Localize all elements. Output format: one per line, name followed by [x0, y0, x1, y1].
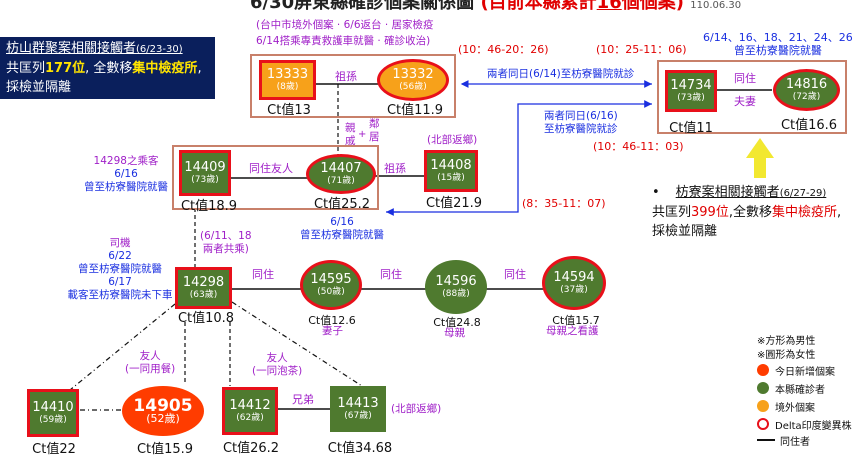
arrow-same-day-616 — [388, 100, 652, 213]
case-role-14595: 妻子 — [322, 325, 343, 337]
time-label-2: (10：25-11：06) — [596, 43, 687, 56]
relation-cohabit-4: 同住 — [504, 268, 526, 281]
title-main: 6/30屏東縣確診個案關係圖 — [250, 0, 475, 13]
notice-line-3: 採檢並隔離 — [6, 80, 72, 95]
time-label-1: (10：46-20：26) — [458, 43, 549, 56]
case-ct-14413: Ct值34.68 — [327, 441, 393, 456]
legend-item-imported: 境外個案 — [757, 397, 852, 415]
group-box-cohabit — [172, 145, 379, 210]
case-node-14816[interactable]: 14816(72歲) — [773, 69, 840, 111]
local-case-dot-icon — [757, 382, 769, 394]
notice-line-2: 共匡列177位, 全數移集中檢疫所, — [6, 61, 202, 76]
carpool-note: (6/11、18 兩者共乘) — [200, 230, 252, 255]
relation-plus: + — [358, 129, 367, 140]
case-node-14595[interactable]: 14595(50歲) — [300, 260, 362, 310]
time-label-3: (10：46-11：03) — [593, 140, 684, 153]
relation-cohabit-2: 同住 — [252, 268, 274, 281]
case-node-13333[interactable]: 13333(8歲) — [259, 60, 316, 100]
case-ct-14594: Ct值15.7 — [552, 314, 600, 327]
case-node-14905[interactable]: 14905(52歲) — [122, 386, 204, 436]
case-node-13332[interactable]: 13332(56歲) — [377, 59, 449, 101]
friend-tea-note: 友人 (一同泡茶) — [252, 352, 303, 377]
imported-case-note: (台中市境外個案 · 6/6返台 · 居家檢疫 6/14搭乘專責救護車就醫 · … — [256, 19, 434, 47]
title-date: 110.06.30 — [690, 0, 742, 11]
relation-brothers: 兄弟 — [292, 393, 314, 406]
case-node-14410[interactable]: 14410(59歲) — [27, 389, 79, 437]
time-label-4: (8：35-11：07) — [522, 197, 606, 210]
legend-item-local: 本縣確診者 — [757, 379, 852, 397]
friend-meal-note: 友人 (一同用餐) — [125, 350, 176, 375]
fangliao-contacts-notice: •枋寮案相關接觸者(6/27-29) 共匡列399位,全數移集中檢疫所, 採檢並… — [652, 183, 858, 241]
notice-line-2: 共匡列399位,全數移集中檢疫所, — [652, 205, 842, 220]
title-count-note: (目前本縣累計16個個案) — [480, 0, 684, 13]
case-node-14413[interactable]: 14413(67歲) — [330, 386, 386, 432]
case-ct-14595: Ct值12.6 — [308, 314, 356, 327]
relation-grandparent-2: 祖孫 — [384, 162, 406, 175]
relation-cohabit-3: 同住 — [380, 268, 402, 281]
case-role-14596: 母親 — [444, 327, 465, 339]
case-ct-14407: Ct值25.2 — [313, 197, 371, 212]
page-title: 6/30屏東縣確診個案關係圖 (目前本縣累計16個個案) 110.06.30 — [250, 0, 741, 14]
case-node-14409[interactable]: 14409(73歲) — [179, 150, 231, 196]
legend-items: 今日新增個案 本縣確診者 境外個案 Delta印度變異株 同住者 — [757, 361, 852, 448]
legend-note-circle: ※圓形為女性 — [757, 350, 816, 361]
case-node-14412[interactable]: 14412(62歲) — [222, 387, 278, 435]
same-day-614-note: 兩者同日(6/14)至枋寮醫院就診 — [487, 68, 635, 80]
case-node-14407[interactable]: 14407(71歲) — [306, 154, 376, 194]
notice-heading: •枋寮案相關接觸者(6/27-29) — [652, 185, 827, 200]
case-node-14408[interactable]: 14408(15歲) — [424, 150, 478, 192]
group-box-fangliao — [657, 60, 847, 134]
case-ct-14816: Ct值16.6 — [780, 118, 838, 133]
case-ct-14412: Ct值26.2 — [222, 441, 280, 456]
north-return-note-1: (北部返鄉) — [427, 134, 478, 146]
case-role-14594: 母親之看護 — [546, 325, 599, 337]
yellow-arrow-icon — [746, 138, 774, 178]
case-ct-14905: Ct值15.9 — [136, 442, 194, 457]
fangshan-contacts-notice: 枋山群聚案相關接觸者(6/23-30) 共匡列177位, 全數移集中檢疫所, 採… — [0, 37, 215, 99]
case-node-14594[interactable]: 14594(37歲) — [542, 256, 606, 310]
case-node-14596[interactable]: 14596(88歲) — [425, 260, 487, 314]
case-ct-13332: Ct值11.9 — [386, 103, 444, 118]
case-ct-14734: Ct值11 — [669, 121, 713, 136]
notice-heading: 枋山群聚案相關接觸者(6/23-30) — [6, 41, 183, 56]
line-14298-14413 — [231, 301, 363, 387]
fangliao-visit-note: 6/14、16、18、21、24、26 曾至枋寮醫院就醫 — [703, 31, 853, 57]
driver-note: 司機 6/22 曾至枋寮醫院就醫 6/17 載客至枋寮醫院未下車 — [67, 237, 173, 301]
north-return-note-2: (北部返鄉) — [391, 403, 442, 415]
case-ct-14410: Ct值22 — [32, 442, 76, 457]
notice-line-3: 採檢並隔離 — [652, 224, 718, 239]
legend-item-delta: Delta印度變異株 — [757, 415, 852, 433]
visit-616-note: 6/16 曾至枋寮醫院就醫 — [300, 216, 384, 241]
case-ct-14408: Ct值21.9 — [425, 196, 483, 211]
same-day-616-note: 兩者同日(6/16) 至枋寮醫院就診 — [544, 110, 618, 135]
relation-grandparent-1: 祖孫 — [335, 70, 357, 83]
relation-cohabit-1: 同住 — [734, 72, 756, 85]
legend-item-today: 今日新增個案 — [757, 361, 852, 379]
case-node-14298[interactable]: 14298(63歲) — [175, 267, 232, 309]
line-14298-14410 — [69, 303, 176, 391]
today-case-dot-icon — [757, 364, 769, 376]
delta-ring-icon — [757, 418, 769, 430]
relation-couple: 夫妻 — [734, 95, 756, 108]
relation-cohabit-friend: 同住友人 — [249, 162, 293, 175]
case-ct-14596: Ct值24.8 — [433, 316, 481, 329]
case-node-14734[interactable]: 14734(73歲) — [665, 70, 717, 112]
legend-item-cohabit: 同住者 — [757, 433, 852, 448]
group-box-imported — [250, 54, 456, 118]
case-ct-13333: Ct值13 — [267, 103, 311, 118]
case-ct-14409: Ct值18.9 — [180, 199, 238, 214]
legend: ※方形為男性 ※圓形為女性 — [757, 332, 815, 362]
relation-relatives: 親戚 — [345, 122, 356, 147]
imported-case-dot-icon — [757, 400, 769, 412]
cohabit-line-icon — [757, 439, 775, 441]
case-ct-14298: Ct值10.8 — [177, 311, 235, 326]
relation-neighbors: 鄰居 — [369, 118, 380, 143]
legend-note-square: ※方形為男性 — [757, 336, 816, 347]
passenger-note: 14298之乘客 6/16 曾至枋寮醫院就醫 — [84, 155, 168, 193]
